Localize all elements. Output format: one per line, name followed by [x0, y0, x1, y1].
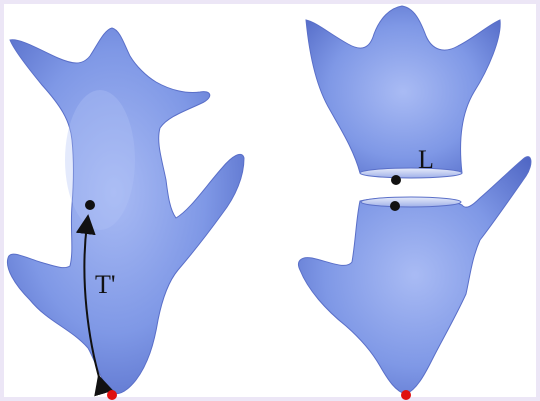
geodesic-label: T' — [95, 270, 116, 299]
cut-label: L — [418, 145, 434, 174]
left-shape-body — [7, 28, 244, 394]
right-cut-cap-bottom — [361, 197, 461, 207]
right-shape-top-body — [306, 6, 500, 178]
right-shape-top — [306, 6, 500, 178]
left-shape-highlight — [65, 90, 135, 230]
left-shape — [7, 28, 244, 394]
left-root-point — [107, 390, 117, 400]
left-top-point — [85, 200, 95, 210]
right-root-point — [401, 390, 411, 400]
right-cut-cap-top — [360, 168, 462, 178]
right-shape-bottom-body — [299, 157, 531, 394]
right-shape-bottom — [299, 157, 531, 394]
right-cut-point-upper — [391, 175, 401, 185]
right-cut-point-lower — [390, 201, 400, 211]
